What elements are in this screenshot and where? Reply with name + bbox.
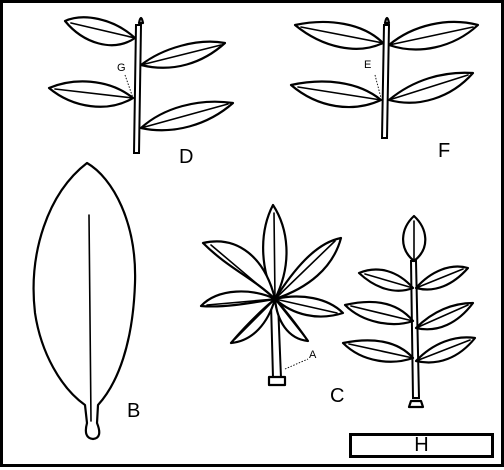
specimen-c-vein [274, 298, 306, 338]
specimen-c-vein [210, 244, 276, 300]
specimen-f-leaf-lower-left [289, 80, 383, 109]
label-a: A [309, 349, 317, 361]
specimen-f-vein [297, 86, 382, 101]
specimen-d-vein [70, 22, 136, 39]
label-h: H [414, 434, 429, 456]
specimen-d-bud [137, 16, 145, 25]
label-a-pointer [284, 358, 309, 370]
specimen-c-leaflet [199, 290, 277, 308]
specimen-d-stem [132, 24, 143, 154]
label-g: G [117, 62, 126, 74]
specimen-c-vein [274, 298, 338, 314]
specimen-f-leaf-upper-left [293, 20, 385, 50]
pinnate-leaflet-veins [348, 268, 471, 362]
label-f: F [438, 140, 451, 162]
pinnate-rachis [409, 260, 421, 399]
specimen-c-vein [273, 212, 276, 300]
specimen-f-stem [380, 24, 391, 139]
specimen-c-base [267, 375, 287, 387]
specimen-f-vein [300, 26, 384, 44]
label-h-box: H [349, 433, 494, 458]
leaf-diagram-svg [32, 16, 480, 441]
specimen-c-vein [206, 298, 276, 306]
specimen-d-vein [54, 88, 134, 99]
specimen-c [199, 203, 345, 387]
specimen-c-vein [274, 240, 336, 300]
specimen-d-vein [140, 103, 229, 129]
pinnate-base [407, 399, 425, 409]
label-e: E [364, 59, 372, 71]
specimen-f [289, 16, 480, 139]
label-e-pointer [374, 74, 382, 99]
specimen-f-bud [383, 16, 391, 25]
label-d: D [179, 146, 194, 168]
specimen-b-leaf-blade [32, 161, 137, 441]
specimen-d [47, 16, 235, 154]
pinnate-compound-leaf [341, 214, 477, 409]
specimen-b [32, 161, 137, 441]
specimen-f-vein [388, 26, 474, 46]
specimen-d-leaf-lower-left [47, 80, 135, 108]
label-b: B [127, 400, 141, 422]
label-g-pointer [124, 74, 134, 99]
specimen-d-leaf-upper-left [63, 16, 137, 47]
specimen-d-vein [140, 44, 222, 66]
specimen-b-midrib [88, 214, 92, 422]
label-c: C [330, 385, 345, 407]
specimen-c-vein [234, 298, 276, 340]
specimen-f-vein [388, 74, 469, 101]
